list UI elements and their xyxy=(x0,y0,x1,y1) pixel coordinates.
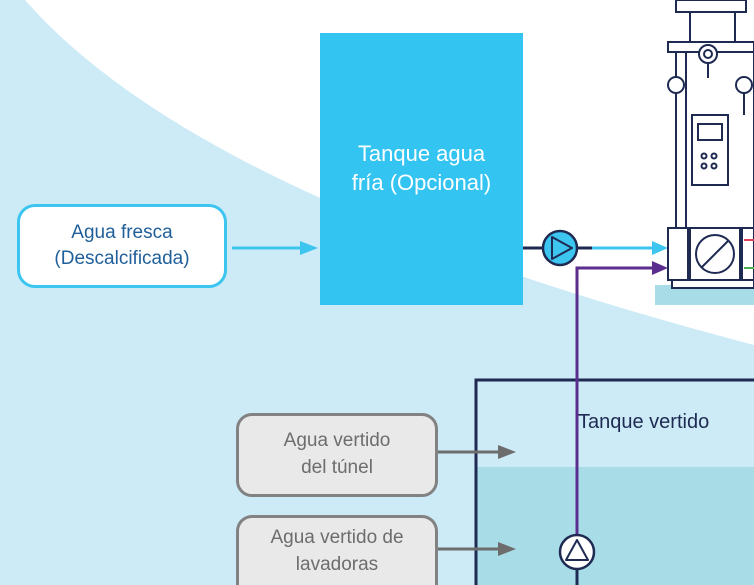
cold-water-tank: Tanque agua fría (Opcional) xyxy=(320,33,523,305)
cold-tank-label-line1: Tanque agua xyxy=(357,141,486,167)
feed-arrowhead xyxy=(652,241,668,255)
fresh-water-label-line1: Agua fresca xyxy=(71,222,173,244)
recirculation-arrowhead xyxy=(652,261,668,275)
waste-tank-water xyxy=(476,467,754,585)
washer-waste-arrowhead xyxy=(498,542,516,556)
fresh-water-label-line2: (Descalcificada) xyxy=(54,248,190,269)
tunnel-waste-arrowhead xyxy=(498,445,516,459)
fresh-water-box: Agua fresca (Descalcificada) xyxy=(17,204,227,288)
washer-waste-water-box: Agua vertido de lavadoras xyxy=(236,515,438,585)
waste-tank-label: Tanque vertido xyxy=(578,411,710,433)
recirculation-line xyxy=(575,266,652,562)
heat-recovery-machine-icon xyxy=(655,0,754,305)
tunnel-waste-label-line1: Agua vertido xyxy=(283,430,391,452)
tunnel-waste-water-box: Agua vertido del túnel xyxy=(236,413,438,497)
waste-water-pump-icon xyxy=(558,533,596,585)
cold-tank-label-line2: fría (Opcional) xyxy=(351,170,492,195)
tunnel-waste-label-line2: del túnel xyxy=(301,457,373,478)
cold-water-pump-icon xyxy=(541,229,579,267)
washer-waste-label-line1: Agua vertido de xyxy=(270,526,404,548)
fresh-water-arrowhead xyxy=(300,241,318,255)
washer-waste-label-line2: lavadoras xyxy=(295,553,379,575)
waste-tank-outline xyxy=(474,378,754,585)
